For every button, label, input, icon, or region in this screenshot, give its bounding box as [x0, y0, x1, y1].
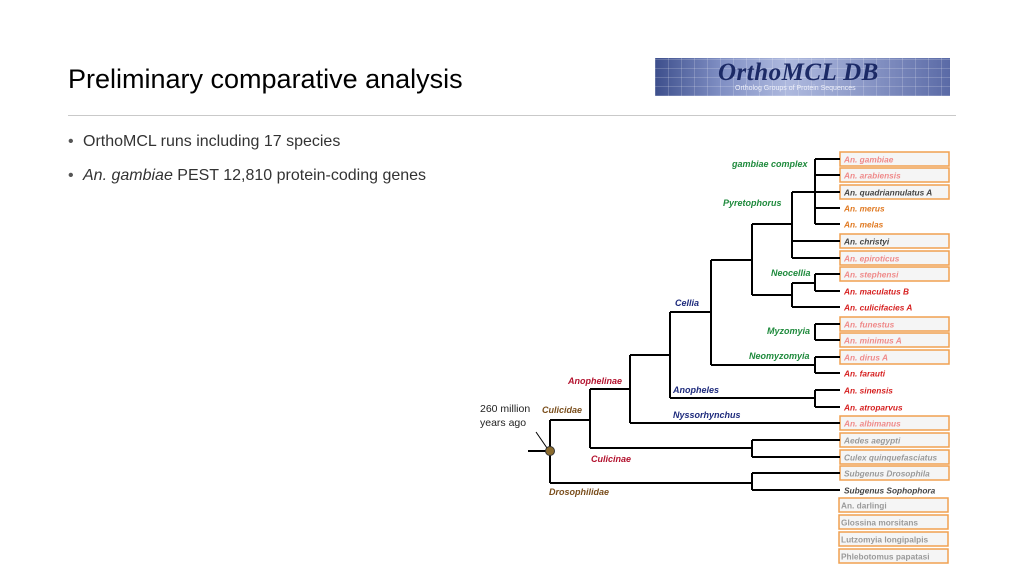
taxon-box: [838, 497, 949, 513]
taxon-label: Phlebotomus papatasi: [841, 552, 930, 562]
branch-culicidae: [589, 388, 752, 449]
taxon-label: Lutzomyia longipalpis: [841, 535, 929, 545]
taxon-label: An. merus: [843, 204, 885, 214]
clade-label-myzomyia: Myzomyia: [767, 326, 810, 336]
bullet-dot: •: [68, 133, 74, 150]
clade-label-anophelinae: Anophelinae: [567, 376, 622, 386]
root-pointer-line: [535, 431, 548, 449]
taxon-label: An. maculatus B: [843, 287, 909, 297]
taxon-label: An. stephensi: [843, 270, 899, 280]
bullet-text: PEST 12,810 protein-coding genes: [172, 167, 427, 184]
slide-title: Preliminary comparative analysis: [68, 64, 463, 94]
taxon-label: An. funestus: [843, 320, 895, 330]
taxon-label: An. darlingi: [841, 501, 887, 511]
bullet-italic-species: An. gambiae: [83, 167, 173, 184]
bullet-dot: •: [68, 167, 74, 184]
taxon-label: Aedes aegypti: [843, 436, 901, 446]
root-age-label: 260 million: [480, 403, 530, 415]
taxon-label: An. atroparvus: [843, 403, 903, 413]
branch-gambiae-tips: [814, 158, 840, 225]
clade-label-cellia: Cellia: [675, 298, 699, 308]
taxon-box: [838, 514, 949, 530]
logo-grid-pattern: [655, 58, 950, 96]
taxon-label: An. gambiae: [843, 155, 894, 165]
taxon-label: An. sinensis: [843, 386, 893, 396]
branch-culicinae-tips: [751, 439, 840, 458]
clade-label-gambiae_complex: gambiae complex: [731, 159, 809, 169]
branch-neocellia-tips: [814, 273, 840, 292]
taxon-label: Subgenus Sophophora: [844, 486, 936, 496]
branch-myzomyia-tips: [814, 323, 840, 341]
bullet-text: OrthoMCL runs including 17 species: [83, 133, 341, 150]
clade-label-pyretophorus: Pyretophorus: [723, 198, 782, 208]
taxon-label: An. farauti: [843, 369, 886, 379]
taxon-label: Subgenus Drosophila: [844, 469, 930, 479]
clade-label-neomyzomyia: Neomyzomyia: [749, 351, 810, 361]
branch-anopheles-tips: [814, 389, 840, 408]
taxon-label: An. dirus A: [843, 353, 888, 363]
clade-label-drosophilidae: Drosophilidae: [549, 487, 609, 497]
taxon-label: An. arabiensis: [843, 171, 901, 181]
clade-label-culicinae: Culicinae: [591, 454, 631, 464]
taxon-label: An. melas: [843, 220, 884, 230]
taxon-label: An. culicifacies A: [843, 303, 912, 313]
logo-name: OrthoMCL DB: [718, 59, 879, 86]
clade-label-nyssorhynchus: Nyssorhynchus: [673, 410, 741, 420]
clade-label-culicidae: Culicidae: [542, 405, 582, 415]
taxon-box: [838, 548, 949, 564]
root-node-marker: [545, 446, 555, 456]
bullet-item: • OrthoMCL runs including 17 species: [68, 133, 426, 151]
root-age-label: years ago: [480, 417, 526, 429]
taxon-box: [838, 531, 949, 547]
bullet-item: • An. gambiae PEST 12,810 protein-coding …: [68, 167, 426, 185]
taxon-label: An. minimus A: [843, 336, 902, 346]
orthomcl-logo: OrthoMCL DB Ortholog Groups of Protein S…: [655, 58, 950, 96]
taxon-label: An. epiroticus: [843, 254, 900, 264]
logo-subtitle: Ortholog Groups of Protein Sequences: [735, 85, 856, 92]
taxon-label: Glossina morsitans: [841, 518, 918, 528]
clade-label-neocellia: Neocellia: [771, 268, 811, 278]
taxon-label: An. christyi: [843, 237, 890, 247]
branch-neomyzomyia: [814, 356, 840, 374]
clade-label-anopheles: Anopheles: [672, 385, 719, 395]
branch-cellia-upper: [751, 224, 792, 296]
branch-root: [549, 419, 752, 484]
bullet-list: • OrthoMCL runs including 17 species • An.…: [68, 133, 426, 201]
title-divider: [68, 115, 956, 116]
taxon-label: Culex quinquefasciatus: [844, 453, 938, 463]
taxon-label: An. albimanus: [843, 419, 901, 429]
branch-drosophilidae-tips: [751, 472, 840, 491]
taxon-label: An. quadriannulatus A: [843, 188, 932, 198]
